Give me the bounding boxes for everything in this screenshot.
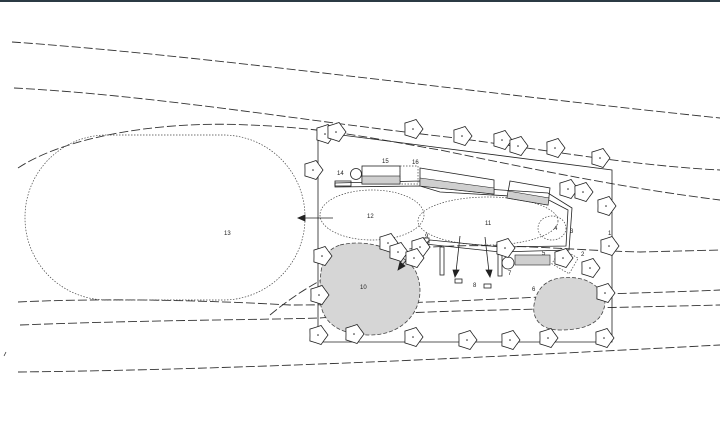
tree-trunk-icon	[466, 339, 468, 341]
tree-icon	[327, 122, 347, 142]
tree-trunk-icon	[562, 257, 564, 259]
label-2: 2	[581, 252, 585, 258]
top-border	[0, 0, 720, 2]
arrows	[296, 214, 493, 279]
tree-icon	[574, 182, 594, 202]
tree-trunk-icon	[412, 336, 414, 338]
tree-icon	[595, 328, 615, 348]
tree-trunk-icon	[554, 147, 556, 149]
tree-trunk-icon	[412, 128, 414, 130]
tree-icon	[546, 138, 566, 158]
label-9: 9	[425, 234, 429, 240]
benches	[439, 246, 503, 289]
label-11: 11	[485, 221, 492, 227]
tree-icon	[509, 136, 529, 156]
tree-trunk-icon	[419, 246, 421, 248]
tree-trunk-icon	[324, 133, 326, 135]
tree-icon	[345, 324, 365, 344]
tree-trunk-icon	[605, 205, 607, 207]
tree-trunk-icon	[589, 267, 591, 269]
tree-trunk-icon	[387, 242, 389, 244]
tree-trunk-icon	[318, 294, 320, 296]
site-boundary	[317, 131, 613, 343]
label-15: 15	[382, 159, 389, 165]
tree-trunk-icon	[353, 333, 355, 335]
trees	[304, 119, 620, 350]
label-1: 1	[608, 231, 612, 237]
tree-icon	[313, 246, 333, 266]
tree-icon	[539, 328, 559, 348]
tree-icon	[404, 119, 424, 139]
tree-trunk-icon	[603, 337, 605, 339]
tree-icon	[559, 179, 579, 199]
tree-trunk-icon	[608, 245, 610, 247]
buildings	[334, 165, 579, 275]
tree-icon	[596, 283, 616, 303]
edge-mark	[3, 351, 7, 357]
tree-trunk-icon	[413, 257, 415, 259]
label-14: 14	[337, 171, 344, 177]
label-6: 6	[532, 287, 536, 293]
label-4: 4	[554, 226, 558, 232]
tree-trunk-icon	[509, 339, 511, 341]
plan-labels: 1 2 3 4 5 6 7 8 9 10 11 12 13 14 15 16	[224, 159, 612, 293]
tree-icon	[597, 196, 617, 216]
tree-trunk-icon	[461, 135, 463, 137]
tree-trunk-icon	[335, 131, 337, 133]
tree-trunk-icon	[397, 251, 399, 253]
tree-icon	[309, 325, 329, 345]
tree-icon	[581, 258, 601, 278]
tree-trunk-icon	[321, 255, 323, 257]
tree-icon	[496, 238, 516, 258]
label-16: 16	[412, 160, 419, 166]
area-11-oval	[417, 196, 559, 246]
tree-trunk-icon	[317, 334, 319, 336]
tree-trunk-icon	[604, 292, 606, 294]
tree-icon	[600, 236, 620, 256]
tree-icon	[501, 330, 521, 350]
area-13-oval	[24, 134, 306, 301]
tree-icon	[591, 148, 611, 168]
tree-icon	[389, 242, 409, 262]
tree-trunk-icon	[517, 145, 519, 147]
tree-icon	[493, 130, 513, 150]
label-12: 12	[367, 214, 374, 220]
label-13: 13	[224, 231, 231, 237]
tree-trunk-icon	[599, 157, 601, 159]
tree-trunk-icon	[567, 188, 569, 190]
tree-icon	[310, 285, 330, 305]
label-10: 10	[360, 285, 367, 291]
area-12-oval	[319, 189, 425, 241]
tree-trunk-icon	[504, 247, 506, 249]
area-4-oval	[537, 215, 567, 241]
tree-icon	[554, 248, 574, 268]
label-8: 8	[473, 283, 477, 289]
tree-trunk-icon	[312, 169, 314, 171]
label-5: 5	[542, 251, 546, 257]
tree-trunk-icon	[547, 337, 549, 339]
tree-icon	[404, 327, 424, 347]
tree-icon	[453, 126, 473, 146]
area-10-shaded	[319, 242, 421, 336]
label-7: 7	[508, 271, 512, 277]
label-3: 3	[570, 229, 574, 235]
tree-trunk-icon	[582, 191, 584, 193]
tree-icon	[458, 330, 478, 350]
area-6-shaded	[533, 277, 606, 331]
tree-icon	[304, 160, 324, 180]
tree-trunk-icon	[501, 139, 503, 141]
tree-icon	[405, 248, 425, 268]
